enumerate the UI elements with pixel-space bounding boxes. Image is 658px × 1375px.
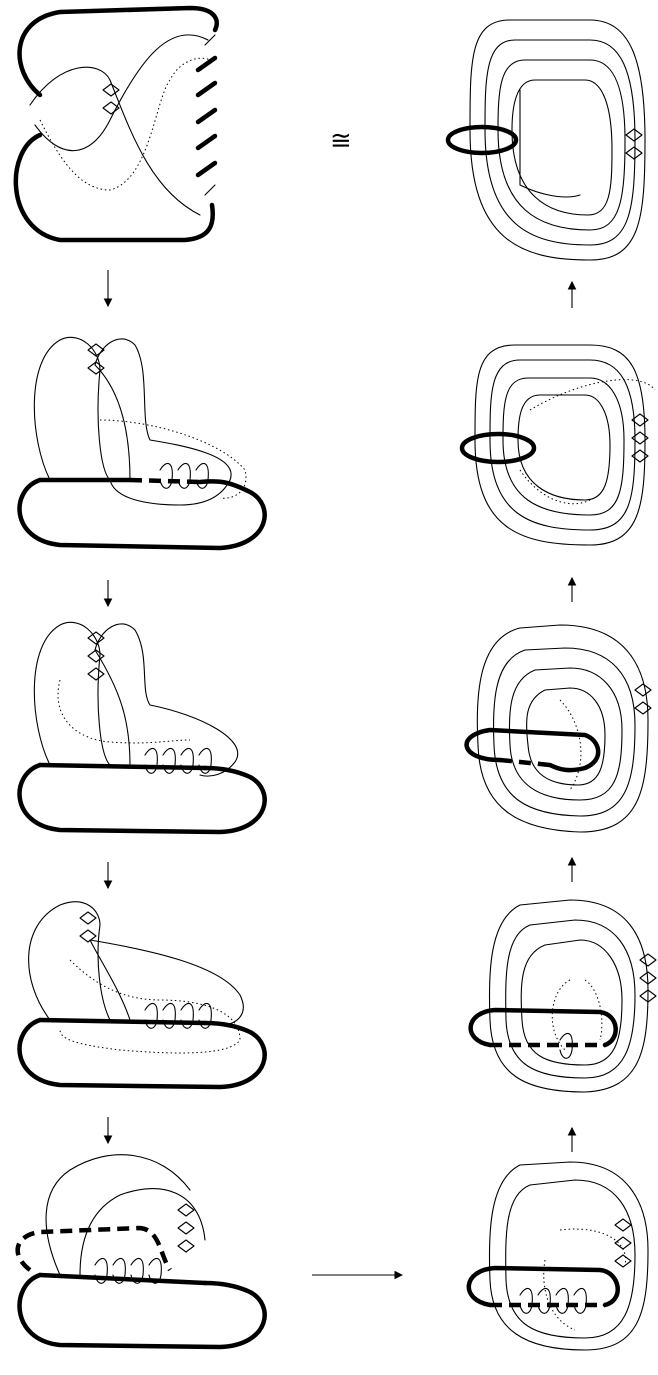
left-panel-3 [17,621,267,835]
left-panel-1 [13,5,219,243]
left-panel-5 [15,1154,267,1350]
congruence-symbol: ≅ [330,126,352,156]
right-panel-5 [466,1161,649,1351]
right-panel-1 [445,19,646,261]
right-panel-4 [468,899,657,1093]
left-panel-4 [17,901,267,1090]
left-panel-2 [17,336,267,551]
right-panel-3 [464,624,652,833]
right-panel-2 [459,344,656,546]
